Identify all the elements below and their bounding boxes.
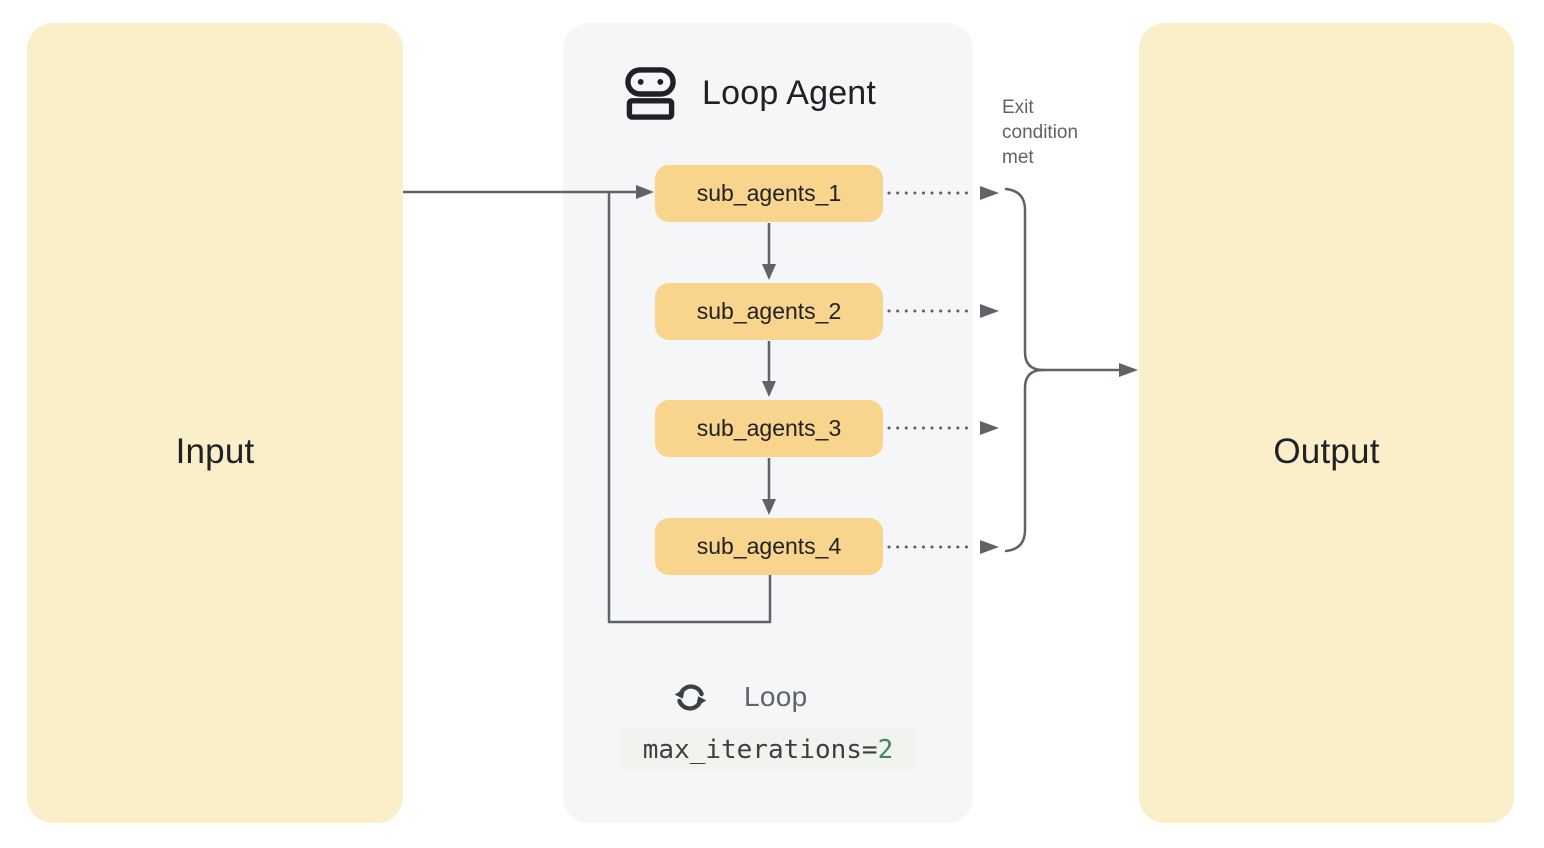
brace-lower	[1004, 368, 1045, 553]
sub-agent-box-4: sub_agents_4	[655, 518, 883, 575]
brace-upper	[1004, 187, 1045, 372]
input-label: Input	[175, 431, 255, 471]
robot-icon	[625, 66, 676, 120]
exit-arrowhead-1	[980, 186, 999, 200]
loop-agent-header: Loop Agent	[625, 65, 876, 121]
sub-agent-box-2: sub_agents_2	[655, 283, 883, 340]
output-arrowhead	[1119, 363, 1138, 377]
exit-arrowhead-2	[980, 304, 999, 318]
code-key: max_iterations=	[642, 734, 878, 765]
loop-agent-title: Loop Agent	[702, 73, 877, 112]
loop-agent-panel: Loop Agent sub_agents_1 sub_agents_2 sub…	[563, 23, 973, 823]
exit-arrowhead-4	[980, 540, 999, 554]
input-box: Input	[27, 23, 403, 823]
exit-arrowhead-3	[980, 421, 999, 435]
max-iterations-code: max_iterations=2	[620, 729, 916, 770]
loop-indicator: Loop	[670, 676, 808, 718]
loop-sync-icon	[670, 677, 711, 718]
sub-agent-box-3: sub_agents_3	[655, 400, 883, 457]
output-box: Output	[1139, 23, 1514, 823]
loop-label: Loop	[744, 681, 808, 712]
sub-agent-box-1: sub_agents_1	[655, 165, 883, 222]
output-label: Output	[1273, 431, 1380, 471]
code-value: 2	[877, 734, 894, 765]
exit-condition-label: Exit condition met	[1002, 97, 1079, 168]
